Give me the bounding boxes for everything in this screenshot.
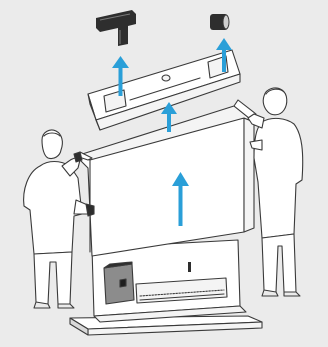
person-right-icon: [248, 88, 303, 296]
tv-indicator: [188, 262, 191, 272]
stand-bracket-icon: [96, 10, 136, 46]
corner-protector: [104, 262, 134, 304]
small-cap-icon: [210, 14, 229, 30]
